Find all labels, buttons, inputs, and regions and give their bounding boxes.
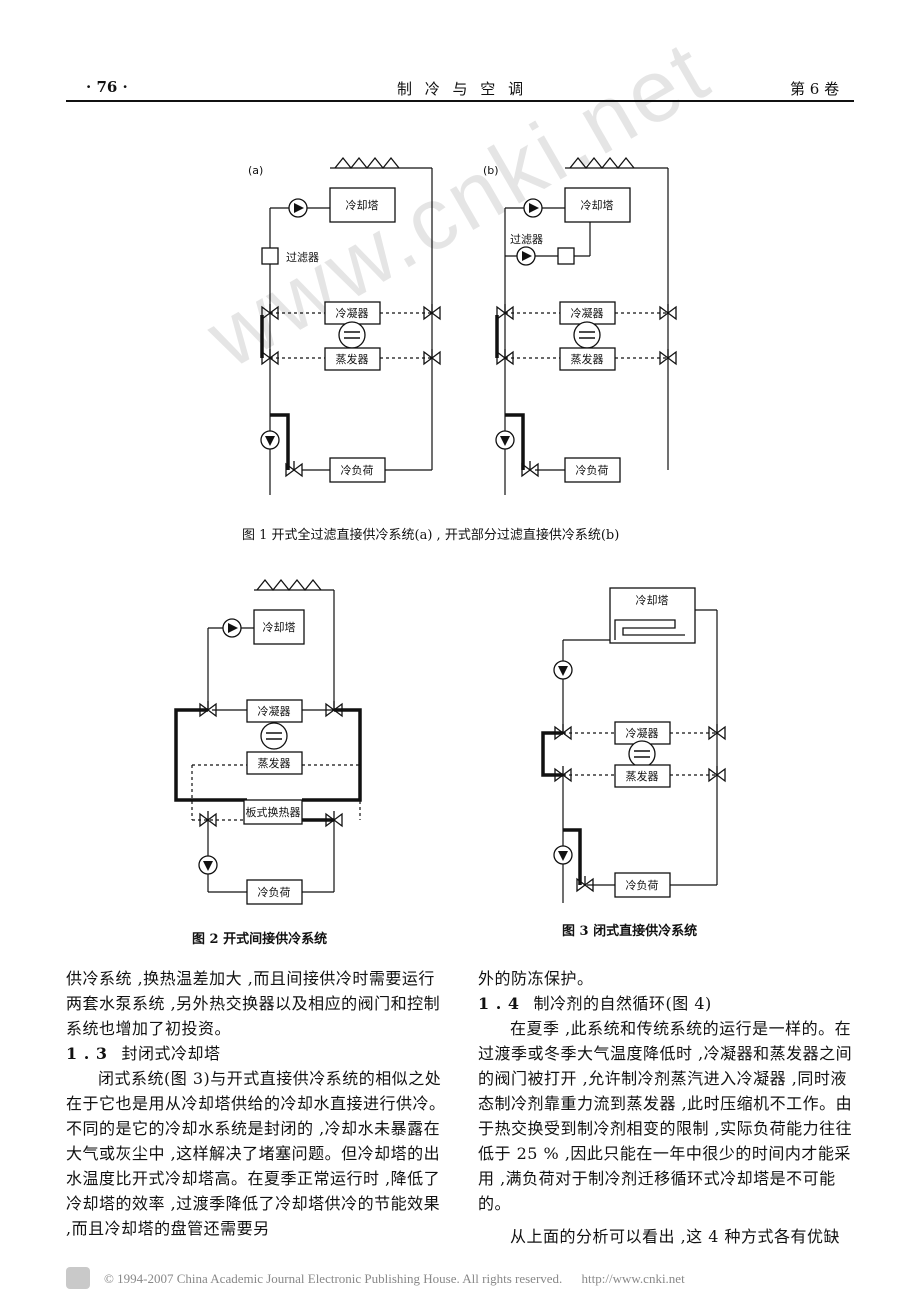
figure-3: 冷却塔 冷凝器 蒸发器 冷负荷 (541, 587, 726, 903)
fig2-load: 冷负荷 (258, 885, 291, 899)
fig2-hx: 板式换热器 (246, 805, 301, 819)
fig3-tower: 冷却塔 (636, 594, 669, 607)
section-1-3-heading: 1 . 3 封闭式冷却塔 (66, 1041, 448, 1066)
left-para-1: 供冷系统 ,换热温差加大 ,而且间接供冷时需要运行两套水泵系统 ,另外热交换器以… (66, 969, 441, 1038)
section-1-4-number: 1 . 4 (478, 994, 520, 1013)
fig1a-evaporator: 蒸发器 (336, 352, 369, 366)
fig1b-condenser: 冷凝器 (571, 306, 604, 320)
left-column: 供冷系统 ,换热温差加大 ,而且间接供冷时需要运行两套水泵系统 ,另外热交换器以… (66, 966, 448, 1241)
section-1-3-number: 1 . 3 (66, 1044, 108, 1063)
footer-url[interactable]: http://www.cnki.net (581, 1271, 685, 1286)
figure-1-caption: 图 1 开式全过滤直接供冷系统(a) , 开式部分过滤直接供冷系统(b) (242, 528, 620, 543)
fig1b-load: 冷负荷 (576, 463, 609, 477)
section-1-4-heading: 1 . 4 制冷剂的自然循环(图 4) (478, 991, 862, 1016)
footer-copyright: © 1994-2007 China Academic Journal Elect… (104, 1271, 563, 1286)
right-para-3: 从上面的分析可以看出 ,这 4 种方式各有优缺 (510, 1227, 841, 1246)
fig1a-filter: 过滤器 (286, 251, 319, 264)
fig3-condenser: 冷凝器 (626, 726, 659, 740)
section-1-3-title: 封闭式冷却塔 (121, 1044, 221, 1063)
fig1a-condenser: 冷凝器 (336, 306, 369, 320)
right-para-2: 在夏季 ,此系统和传统系统的运行是一样的。在过渡季或冬季大气温度降低时 ,冷凝器… (478, 1019, 853, 1213)
fig3-load: 冷负荷 (626, 878, 659, 892)
figure-1: (a) 冷却塔 过滤器 冷凝器 蒸发器 冷负荷 (b) (248, 157, 677, 495)
left-para-2: 闭式系统(图 3)与开式直接供冷系统的相似之处在于它也是用从冷却塔供给的冷却水直… (66, 1069, 446, 1238)
volume-label: 第 6 卷 (790, 80, 840, 98)
copyright-footer: © 1994-2007 China Academic Journal Elect… (104, 1271, 685, 1287)
figure-2-caption: 图 2 开式间接供冷系统 (192, 932, 328, 947)
fig1a-tower: 冷却塔 (346, 199, 379, 212)
fig2-tower: 冷却塔 (263, 621, 296, 634)
fig1b-evaporator: 蒸发器 (571, 352, 604, 366)
right-column: 外的防冻保护。 1 . 4 制冷剂的自然循环(图 4) 在夏季 ,此系统和传统系统… (478, 966, 862, 1249)
fig1a-load: 冷负荷 (341, 463, 374, 477)
figure-3-caption: 图 3 闭式直接供冷系统 (562, 924, 698, 939)
page-number: · 76 · (86, 78, 128, 96)
fig1b-tower: 冷却塔 (581, 199, 614, 212)
right-para-1: 外的防冻保护。 (478, 969, 594, 988)
section-1-4-title: 制冷剂的自然循环(图 4) (533, 994, 712, 1013)
fig3-evaporator: 蒸发器 (626, 769, 659, 783)
cnki-logo-icon (66, 1267, 90, 1289)
fig2-condenser: 冷凝器 (258, 704, 291, 718)
fig1b-filter: 过滤器 (510, 233, 543, 246)
fig2-evaporator: 蒸发器 (258, 756, 291, 770)
figure-2: 冷却塔 冷凝器 蒸发器 板式换热器 冷负荷 (174, 579, 362, 905)
fig1-label-a: (a) (248, 164, 263, 177)
header-rule (66, 100, 854, 102)
journal-title: 制 冷 与 空 调 (397, 80, 528, 98)
fig1-label-b: (b) (483, 164, 499, 177)
